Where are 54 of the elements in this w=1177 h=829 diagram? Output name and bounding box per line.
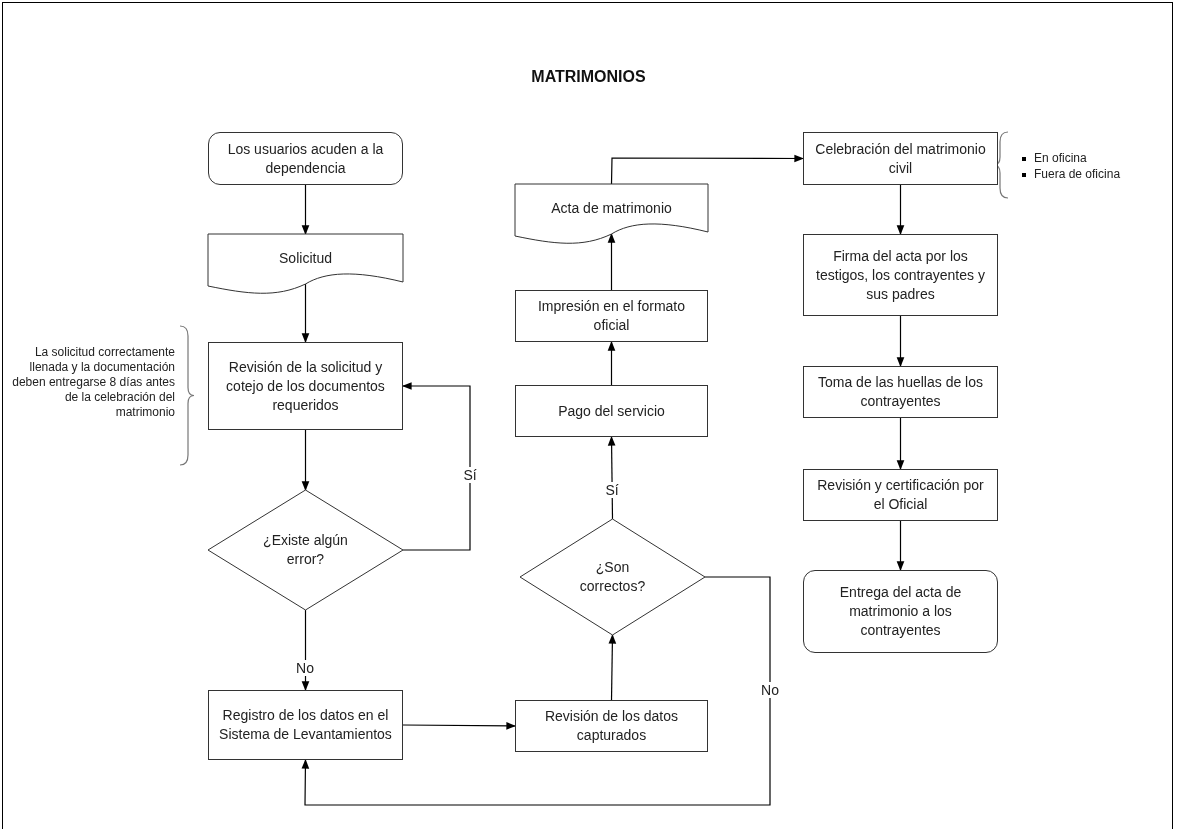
arrow xyxy=(301,283,310,343)
node-text: Revisión de la solicitud y cotejo de los documentos requeridos xyxy=(225,357,386,415)
annotation-text: En oficina xyxy=(1034,151,1087,166)
annotation-text: La solicitud correctamente llenada y la documentación deben entregarse 8 días antes de la celebración del matrimonio xyxy=(11,345,175,420)
arrow xyxy=(896,417,905,470)
edge-label: Sí xyxy=(461,467,479,483)
arrow xyxy=(607,233,616,291)
decision-diamond xyxy=(208,490,403,610)
node-text: ¿Existe algún error? xyxy=(262,531,349,569)
node-text: Los usuarios acuden a la dependencia xyxy=(226,139,385,178)
arrow xyxy=(301,184,310,235)
node-text: Entrega del acta de matrimonio a los contrayentes xyxy=(838,583,963,640)
edge-label: Sí xyxy=(603,482,621,498)
arrow xyxy=(301,576,771,806)
annotation-text: Fuera de oficina xyxy=(1034,167,1121,182)
arrow xyxy=(402,722,516,730)
decision-diamond xyxy=(520,519,705,635)
arrow xyxy=(608,634,617,701)
process-box xyxy=(208,342,403,430)
arrow xyxy=(301,429,310,491)
arrow xyxy=(896,520,905,571)
process-box xyxy=(515,385,708,437)
edge-label: No xyxy=(759,682,781,698)
process-box xyxy=(803,234,998,316)
node-text: Acta de matrimonio xyxy=(551,198,672,218)
node-text: Registro de los datos en el Sistema de Levantamientos xyxy=(218,706,393,744)
document-shape xyxy=(208,234,403,294)
edge-label: No xyxy=(294,660,316,676)
node-text: Revisión de los datos capturados xyxy=(543,707,680,745)
node-text: Solicitud xyxy=(279,248,332,268)
node-text: Toma de las huellas de los contrayentes xyxy=(817,373,984,411)
arrow xyxy=(896,315,905,367)
process-box xyxy=(803,469,998,521)
document-shape xyxy=(515,184,708,244)
arrow xyxy=(402,382,471,551)
node-text: Revisión y certificación por el Oficial xyxy=(816,476,985,514)
terminal-box xyxy=(208,132,403,185)
arrow xyxy=(896,184,905,235)
arrow xyxy=(301,609,310,691)
arrow xyxy=(607,436,616,520)
process-box xyxy=(803,132,998,185)
node-text: Pago del servicio xyxy=(558,401,665,421)
node-text: Impresión en el formato oficial xyxy=(536,297,687,335)
diagram-title: MATRIMONIOS xyxy=(531,68,646,85)
node-text: ¿Son correctos? xyxy=(578,558,647,596)
node-text: Firma del acta por los testigos, los contrayentes y sus padres xyxy=(815,246,986,304)
process-box xyxy=(515,700,708,752)
arrow xyxy=(607,341,616,386)
node-text: Celebración del matrimonio civil xyxy=(814,139,987,178)
process-box xyxy=(515,290,708,342)
process-box xyxy=(208,690,403,760)
arrow xyxy=(610,154,804,185)
process-box xyxy=(803,366,998,418)
terminal-box xyxy=(803,570,998,653)
